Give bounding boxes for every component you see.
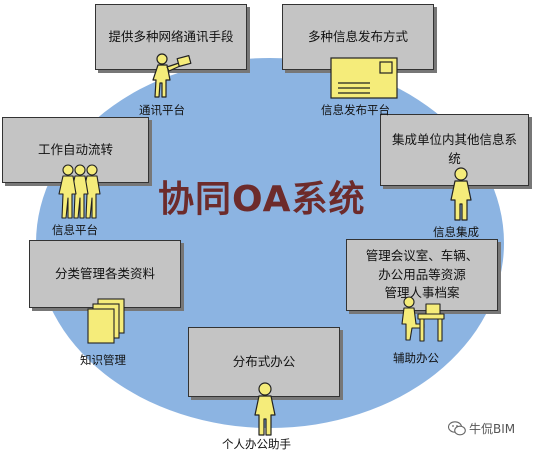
label-publish: 信息发布平台	[321, 103, 390, 117]
label-personal: 个人办公助手	[222, 437, 291, 451]
watermark: 牛侃BIM	[448, 420, 515, 437]
box-comm: 提供多种网络通讯手段	[95, 4, 247, 70]
label-info: 信息平台	[52, 223, 98, 237]
box-office: 管理会议室、车辆、 办公用品等资源 管理人事档案	[346, 239, 498, 311]
label-integrate: 信息集成	[433, 225, 479, 239]
label-assist: 辅助办公	[393, 351, 439, 365]
envelope-icon	[330, 57, 398, 99]
box-classify-text: 分类管理各类资料	[54, 265, 155, 281]
box-classify: 分类管理各类资料	[29, 240, 181, 308]
box-workflow-text: 工作自动流转	[37, 141, 113, 157]
box-office-line2: 办公用品等资源	[378, 266, 466, 282]
box-office-line3: 管理人事档案	[384, 285, 460, 301]
box-comm-text: 提供多种网络通讯手段	[108, 28, 234, 44]
label-knowledge: 知识管理	[80, 353, 126, 367]
person-phone-icon	[152, 53, 192, 98]
label-comm: 通讯平台	[139, 103, 185, 117]
diagram-title: 协同OA系统	[158, 179, 366, 220]
box-distributed-text: 分布式办公	[232, 353, 296, 369]
wechat-icon	[448, 421, 466, 436]
box-integrate-line1: 集成单位内其他信息系	[391, 132, 517, 148]
person-icon	[254, 382, 276, 436]
box-publish: 多种信息发布方式	[282, 4, 434, 70]
box-publish-text: 多种信息发布方式	[307, 28, 408, 44]
people-group-icon	[58, 164, 101, 219]
documents-icon	[87, 298, 125, 344]
watermark-text: 牛侃BIM	[469, 422, 516, 436]
person-desk-icon	[401, 296, 445, 342]
person-icon	[450, 167, 472, 221]
box-office-line1: 管理会议室、车辆、	[365, 247, 479, 263]
box-integrate-line2: 统	[448, 151, 461, 166]
